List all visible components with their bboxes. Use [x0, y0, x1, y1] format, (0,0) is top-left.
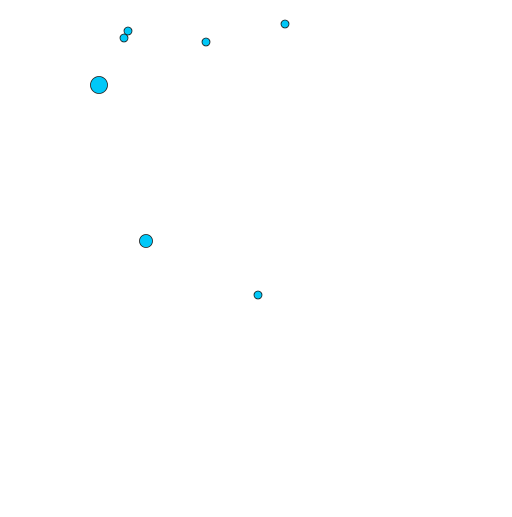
map-marker[interactable]	[280, 19, 290, 29]
map-marker[interactable]	[123, 26, 133, 36]
map-marker[interactable]	[119, 33, 129, 43]
map-marker[interactable]	[253, 290, 263, 300]
map-marker[interactable]	[90, 76, 108, 94]
map-marker[interactable]	[201, 37, 211, 47]
map-marker[interactable]	[139, 234, 153, 248]
